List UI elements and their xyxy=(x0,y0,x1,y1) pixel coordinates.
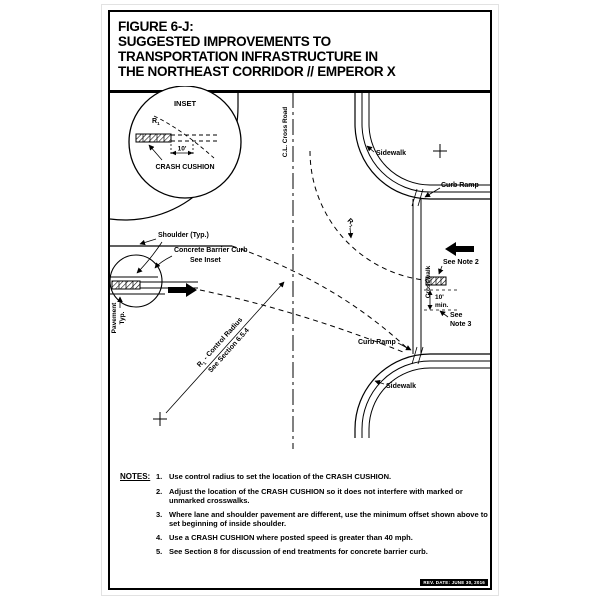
figure-number: FIGURE 6-J: xyxy=(118,19,194,34)
notes-section: NOTES: 1. Use control radius to set the … xyxy=(120,472,488,561)
note-text: Use control radius to set the location o… xyxy=(169,472,392,481)
note-item: 2. Adjust the location of the CRASH CUSH… xyxy=(120,487,480,505)
note-text: Use a CRASH CUSHION where posted speed i… xyxy=(169,532,413,542)
note-text: See Section 8 for discussion of end trea… xyxy=(169,546,428,556)
inset-radius-arc xyxy=(153,115,215,159)
curb-ramp-ticks xyxy=(411,188,424,365)
title-line-4: THE NORTHEAST CORRIDOR // EMPEROR X xyxy=(118,64,396,79)
note-number: 5. xyxy=(156,546,163,556)
see-inset-label: See Inset xyxy=(190,257,221,264)
crosswalk-label: Crosswalk xyxy=(425,265,432,298)
leader-lines xyxy=(117,145,449,414)
inset-title: INSET xyxy=(174,99,197,108)
min-offset-unit: min. xyxy=(435,302,449,309)
see-note-2-label: See Note 2 xyxy=(443,259,479,266)
plan-view-diagram: C.L. Cross Road Sidewalk Curb Ramp R1 Se… xyxy=(110,86,490,449)
inset-radius-label: R1 xyxy=(152,118,160,126)
inset-crash-cushion xyxy=(135,133,172,143)
shoulder-label: Shoulder (Typ.) xyxy=(158,232,209,239)
inset-detail: INSET xyxy=(128,86,242,199)
curb-ramp-label-top: Curb Ramp xyxy=(441,182,479,189)
crash-cushion-east xyxy=(425,276,447,286)
note-text: Adjust the location of the CRASH CUSHION… xyxy=(169,486,463,505)
note-item: NOTES: 1. Use control radius to set the … xyxy=(120,472,480,482)
inset-crash-cushion-leader xyxy=(148,144,163,161)
notes-heading: NOTES: xyxy=(120,472,151,481)
control-radius-dashed-arcs xyxy=(199,150,441,353)
sidewalk-label-top: Sidewalk xyxy=(376,150,406,157)
title-line-3: TRANSPORTATION INFRASTRUCTURE IN xyxy=(118,49,378,64)
crosswalk-lines xyxy=(412,199,422,354)
ne-corner-curb-and-sidewalk xyxy=(354,92,490,200)
inset-crash-cushion-label: CRASH CUSHION xyxy=(155,164,214,171)
pavement-typ-label: Typ. xyxy=(119,311,126,324)
inset-dimension-value: 10' xyxy=(178,146,187,153)
note-item: 3. Where lane and shoulder pavement are … xyxy=(120,509,488,528)
title-block: FIGURE 6-J: SUGGESTED IMPROVEMENTS TO TR… xyxy=(110,12,490,93)
westbound-traffic-arrow xyxy=(445,242,474,256)
note-text: Where lane and shoulder pavement are dif… xyxy=(169,509,488,528)
title-line-2: SUGGESTED IMPROVEMENTS TO xyxy=(118,34,331,49)
note-number: 3. xyxy=(156,509,163,519)
detail-reference-circle xyxy=(110,254,163,308)
sheet-border: FIGURE 6-J: SUGGESTED IMPROVEMENTS TO TR… xyxy=(108,10,492,590)
crash-cushion-west xyxy=(111,280,141,290)
inset-dimension xyxy=(170,144,194,156)
pavement-label: Pavement xyxy=(111,302,118,334)
radius-center-mark-sw xyxy=(153,412,167,426)
note-item: 4. Use a CRASH CUSHION where posted spee… xyxy=(120,533,480,542)
barrier-curb-label: Concrete Barrier Curb xyxy=(174,247,248,254)
revision-date: REV. DATE: JUNE 30, 2016 xyxy=(423,580,485,585)
note-number: 1. xyxy=(156,472,163,481)
radius-label-ne: R1 xyxy=(345,217,356,228)
se-corner-curb-and-sidewalk xyxy=(354,353,490,438)
cross-road-centerline-label: C.L. Cross Road xyxy=(282,107,289,158)
see-note-3-label-line1: See xyxy=(450,312,463,319)
min-offset-dimension xyxy=(424,289,458,311)
note-number: 4. xyxy=(156,532,163,542)
west-leg-edge-lines xyxy=(110,245,232,295)
radius-center-mark-ne xyxy=(433,144,447,158)
sidewalk-label-bottom: Sidewalk xyxy=(386,383,416,390)
min-offset-value: 10' xyxy=(435,294,444,301)
note-item: 5. See Section 8 for discussion of end t… xyxy=(120,547,480,556)
revision-box: REV. DATE: JUNE 30, 2016 xyxy=(420,579,488,586)
eastbound-traffic-arrow xyxy=(168,283,197,297)
curb-ramp-label-bottom: Curb Ramp xyxy=(358,339,396,346)
note-number: 2. xyxy=(156,486,163,496)
see-note-3-label-line2: Note 3 xyxy=(450,321,472,328)
drawing-sheet: FIGURE 6-J: SUGGESTED IMPROVEMENTS TO TR… xyxy=(102,5,498,595)
